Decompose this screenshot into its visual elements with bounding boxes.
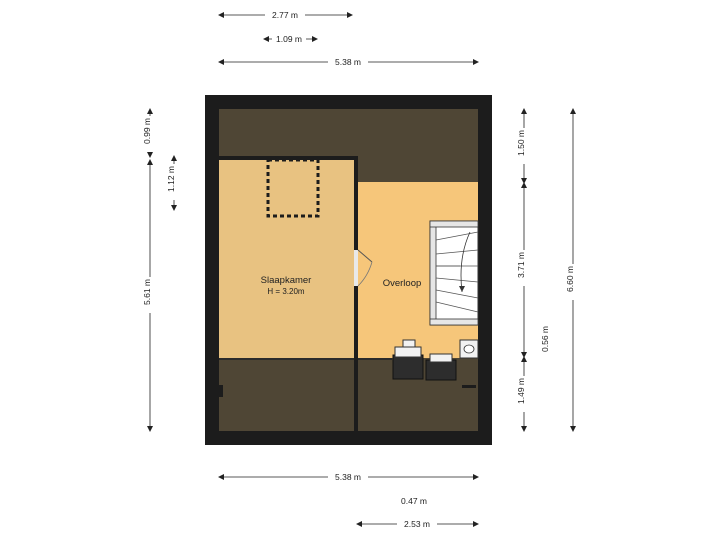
- dimension-right-1: [518, 108, 530, 184]
- dimension-right-1-label: 1.50 m: [516, 130, 526, 156]
- room-label-landing: Overloop: [383, 278, 422, 289]
- interior-wall-divider: [354, 156, 358, 431]
- dimension-right-3-label: 1.49 m: [516, 378, 526, 404]
- dimension-bottom-2-label: 0.47 m: [401, 496, 427, 506]
- dimension-left-1-label: 0.99 m: [142, 118, 152, 144]
- dimension-right-4: [567, 108, 579, 432]
- attic-hatch: [266, 158, 320, 218]
- dimension-top-2: [263, 33, 318, 45]
- chair-left: [392, 339, 424, 380]
- vent-bottom-left: [219, 385, 223, 397]
- interior-wall-top: [219, 156, 358, 160]
- dimension-top-1-label: 2.77 m: [272, 10, 298, 20]
- dimension-bottom-1-label: 5.38 m: [335, 472, 361, 482]
- dimension-left-2: [168, 155, 180, 211]
- door-swing: [357, 261, 373, 287]
- toilet: [459, 339, 479, 359]
- staircase: [429, 220, 479, 326]
- dimension-right-5-label: 0.56 m: [540, 326, 550, 352]
- dimension-left-3: [144, 159, 156, 432]
- dimension-top-1: [218, 9, 353, 21]
- dimension-bottom-1: [218, 471, 479, 483]
- knee-wall-left: [219, 358, 354, 360]
- dimension-top-2-label: 1.09 m: [276, 34, 302, 44]
- dimension-bottom-3: [356, 518, 479, 530]
- dimension-left-2-label: 1.12 m: [166, 166, 176, 192]
- vent-bottom-right: [462, 385, 476, 388]
- room-height-bedroom: H = 3.20m: [267, 287, 304, 296]
- bedroom-floor: [219, 160, 354, 358]
- room-label-bedroom: Slaapkamer: [261, 275, 312, 286]
- chair-right: [425, 353, 457, 381]
- knee-wall-right: [358, 358, 392, 360]
- dimension-right-3: [518, 356, 530, 432]
- door-gap: [354, 250, 358, 286]
- dimension-left-1: [144, 108, 156, 158]
- dimension-top-3: [218, 56, 479, 68]
- dimension-top-3-label: 5.38 m: [335, 57, 361, 67]
- dimension-bottom-3-label: 2.53 m: [404, 519, 430, 529]
- dimension-left-3-label: 5.61 m: [142, 279, 152, 305]
- dimension-right-4-label: 6.60 m: [565, 266, 575, 292]
- door-leaf: [357, 249, 373, 263]
- dimension-right-2-label: 3.71 m: [516, 252, 526, 278]
- dimension-right-2: [518, 182, 530, 358]
